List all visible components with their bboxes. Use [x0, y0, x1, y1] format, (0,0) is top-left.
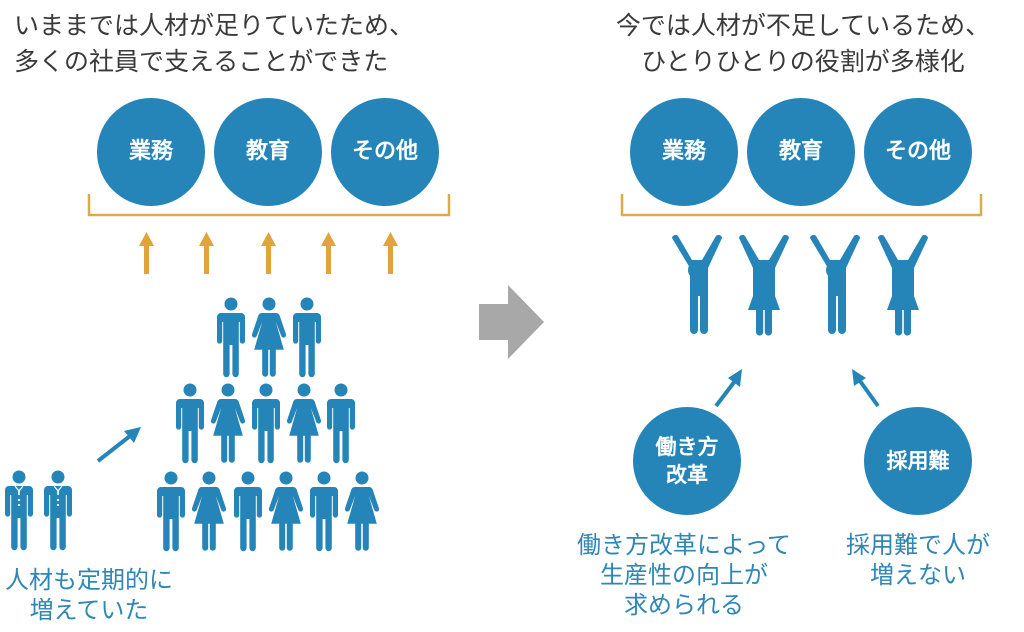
- man-icon: [176, 383, 204, 464]
- right-arrow-icon: [479, 285, 544, 359]
- hiring-difficulty-caption-line2: 増えない: [870, 561, 966, 589]
- left-role-circle-other: その他: [331, 98, 439, 206]
- up-arrow-icon: [321, 232, 336, 274]
- right-role-circle-education: 教育: [747, 98, 855, 206]
- woman-icon: [210, 383, 246, 463]
- woman-icon: [268, 471, 304, 551]
- left-caption-line1: 人材も定期的に: [5, 566, 173, 594]
- right-role-circle-other: その他: [864, 98, 972, 206]
- up-arrow-icon: [383, 232, 398, 274]
- right-heading-line1: 今では人材が不足しているため、: [615, 11, 991, 40]
- left-caption: 人材も定期的に 増えていた: [0, 565, 184, 625]
- work-reform-caption-line3: 求められる: [624, 591, 744, 619]
- businessman-icon: [4, 469, 34, 551]
- up-arrow-icon: [199, 232, 214, 274]
- woman-arms-up-icon: [878, 234, 928, 336]
- factor-label: 採用難: [886, 449, 950, 473]
- businessman-icon: [43, 469, 73, 551]
- work-reform-caption-line2: 生産性の向上が: [600, 561, 768, 589]
- man-icon: [234, 471, 262, 552]
- left-role-circle-education: 教育: [214, 98, 322, 206]
- woman-icon: [191, 471, 227, 551]
- support-arrows: [139, 232, 398, 274]
- left-role-label: その他: [351, 139, 418, 164]
- left-role-label: 教育: [245, 139, 290, 164]
- man-icon: [293, 297, 321, 378]
- right-heading-line2: ひとりひとりの役割が多様化: [641, 47, 965, 76]
- factor-label-line1: 働き方: [655, 435, 719, 459]
- left-bracket: [87, 194, 451, 217]
- man-arms-up-icon: [810, 234, 860, 334]
- woman-arms-up-icon: [739, 234, 789, 336]
- right-heading: 今では人材が不足しているため、 ひとりひとりの役割が多様化: [596, 8, 1010, 80]
- man-arms-up-icon: [672, 234, 722, 334]
- factor-arrow-left-icon: [714, 369, 742, 408]
- employee-crowd: [4, 297, 380, 552]
- right-role-label: その他: [884, 139, 951, 164]
- man-icon: [252, 383, 280, 464]
- woman-icon: [286, 383, 322, 463]
- factor-arrow-right-icon: [852, 369, 880, 408]
- hiring-difficulty-caption-line1: 採用難で人が: [846, 531, 990, 559]
- factor-circle-work-reform: 働き方 改革: [633, 407, 741, 515]
- left-role-circle-business: 業務: [97, 98, 205, 206]
- left-heading-line2: 多くの社員で支えることができた: [14, 47, 389, 76]
- factor-label-line2: 改革: [666, 463, 708, 487]
- right-role-label: 教育: [778, 139, 823, 164]
- work-reform-caption-line1: 働き方改革によって: [576, 531, 792, 559]
- left-caption-line2: 増えていた: [29, 596, 149, 624]
- right-role-circle-business: 業務: [630, 98, 738, 206]
- left-role-label: 業務: [128, 139, 173, 164]
- woman-icon: [344, 471, 380, 551]
- left-heading: いままでは人材が足りていたため、 多くの社員で支えることができた: [14, 8, 414, 80]
- left-heading-line1: いままでは人材が足りていたため、: [14, 11, 415, 40]
- factor-circle-hiring-difficulty: 採用難: [864, 407, 972, 515]
- growth-arrow-icon: [96, 427, 141, 463]
- right-bracket: [620, 194, 983, 217]
- hiring-difficulty-caption: 採用難で人が 増えない: [834, 530, 1002, 590]
- man-icon: [310, 471, 338, 552]
- up-arrow-icon: [261, 232, 276, 274]
- work-reform-caption: 働き方改革によって 生産性の向上が 求められる: [562, 530, 806, 620]
- man-icon: [217, 297, 245, 378]
- workers: [672, 234, 928, 336]
- right-role-label: 業務: [661, 139, 706, 164]
- up-arrow-icon: [139, 232, 154, 274]
- man-icon: [157, 471, 185, 552]
- man-icon: [327, 383, 355, 464]
- woman-icon: [251, 297, 287, 377]
